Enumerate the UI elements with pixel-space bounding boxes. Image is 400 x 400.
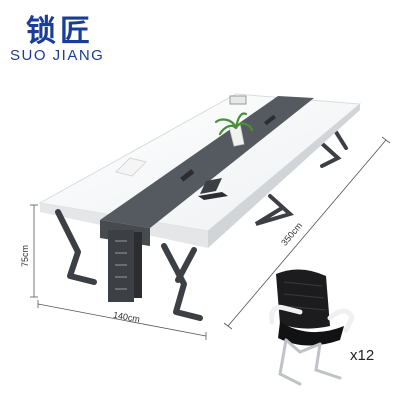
length-label: 350cm <box>279 221 304 248</box>
dimension-markers <box>30 136 391 340</box>
height-label: 75cm <box>20 245 30 267</box>
width-label: 140cm <box>112 310 140 325</box>
cable-cabinet <box>108 230 142 302</box>
center-cable-strip <box>100 96 314 228</box>
table-top <box>38 93 362 248</box>
brand-name-chinese: 锁匠 <box>26 14 94 49</box>
table-leg-far <box>254 130 348 226</box>
notebook <box>115 157 147 177</box>
office-chair <box>269 269 355 386</box>
brand-name-english: SUO JIANG <box>10 47 105 64</box>
laptop <box>200 178 222 194</box>
table-leg-front <box>55 209 203 321</box>
chair-quantity: x12 <box>350 347 374 364</box>
power-sockets <box>180 95 276 182</box>
desk-accessories <box>115 112 254 200</box>
potted-plant <box>214 112 254 147</box>
